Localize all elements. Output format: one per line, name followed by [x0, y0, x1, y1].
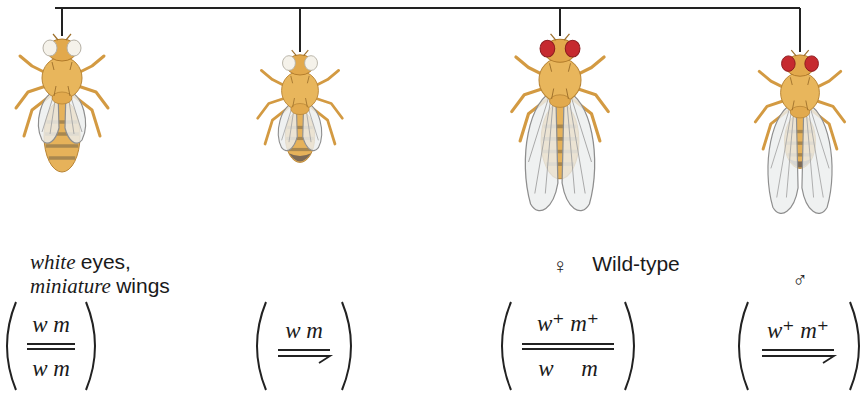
fly-antenna — [66, 34, 71, 40]
bracket — [342, 302, 351, 390]
pedigree-lines — [55, 8, 800, 52]
phenotype-label: Wild-type — [592, 252, 680, 276]
chromosome-line — [278, 349, 330, 351]
fly-antenna — [791, 50, 796, 56]
fly-bristle — [307, 76, 309, 83]
fly-leg — [78, 86, 108, 108]
bracket — [502, 302, 511, 390]
fly-eye — [782, 56, 796, 72]
genotype-allele: w m — [285, 318, 323, 344]
abdomen-stripe — [49, 156, 75, 160]
fly-figure — [512, 34, 609, 211]
fly-eye — [67, 40, 81, 56]
fly-eye — [43, 40, 57, 56]
fly-scutellum — [291, 104, 309, 115]
chromosome-line — [27, 348, 75, 350]
genotype-marks — [7, 302, 859, 390]
fly-leg — [258, 98, 286, 118]
fly-antenna — [292, 50, 297, 56]
bracket — [7, 302, 16, 390]
abdomen-stripe — [46, 144, 79, 148]
wing-vein — [568, 95, 585, 194]
bracket — [257, 302, 266, 390]
genotype-allele: w m — [32, 356, 70, 382]
wing-vein — [535, 95, 552, 194]
fly-bristle — [550, 63, 552, 71]
tree-line — [299, 8, 301, 52]
genotype-allele: w m — [538, 356, 598, 382]
wing-vein — [810, 106, 829, 168]
fly-antenna — [804, 50, 809, 56]
chromosome-line — [27, 343, 75, 345]
fly-antenna — [304, 50, 309, 56]
fly-wing — [525, 91, 558, 211]
fly-eye — [283, 56, 296, 71]
sex-symbol: ♂ — [792, 268, 808, 292]
fly-eye — [540, 40, 555, 57]
abdomen-tip — [289, 153, 311, 161]
wing-vein — [808, 106, 824, 197]
chromosome-line — [522, 348, 614, 350]
y-chromosome-symbol — [278, 356, 330, 363]
fly-eye — [565, 40, 580, 57]
y-chromosome-symbol — [762, 356, 834, 363]
fly-bristle — [306, 98, 308, 107]
fly-scutellum — [550, 95, 571, 108]
sex-symbol: ♀ — [552, 254, 568, 278]
fly-bristle — [70, 62, 72, 70]
fly-bristle — [68, 86, 70, 96]
wing-vein — [529, 95, 550, 162]
fly-bristle — [806, 101, 808, 111]
fly-wing — [802, 102, 832, 213]
tree-line — [61, 8, 63, 36]
tree-line — [799, 8, 801, 52]
fly-bristle — [52, 62, 54, 70]
phenotype-label: white eyes, miniature wings — [30, 250, 200, 298]
fly-figure — [258, 50, 343, 162]
fly-eye — [805, 56, 819, 72]
genotype-allele: w⁺ m⁺ — [537, 311, 599, 337]
fly-eye — [305, 56, 318, 71]
chromosome-line — [762, 349, 834, 351]
fly-leg — [315, 98, 343, 118]
genotype-allele: w m — [32, 312, 70, 338]
fly-bristle — [291, 76, 293, 83]
fly-wing — [768, 102, 798, 213]
tree-line — [559, 8, 561, 36]
wing-vein — [777, 106, 793, 197]
fly-antenna — [53, 34, 58, 40]
tree-line — [55, 7, 800, 9]
fly-bristle — [808, 77, 810, 85]
fly-bristle — [552, 89, 554, 100]
bracket — [739, 302, 748, 390]
bracket — [850, 302, 859, 390]
fly-antenna — [564, 34, 569, 40]
fly-leg — [16, 86, 46, 108]
fly-scutellum — [790, 106, 809, 118]
wing-vein — [571, 95, 592, 162]
fly-bristle — [54, 86, 56, 96]
fly-bristle — [293, 98, 295, 107]
bracket — [625, 302, 634, 390]
chromosome-line — [522, 343, 614, 345]
fly-bristle — [566, 89, 568, 100]
fly-wing — [562, 91, 595, 211]
genotype-allele: w⁺ m⁺ — [767, 318, 829, 344]
bracket — [86, 302, 95, 390]
fly-antenna — [551, 34, 556, 40]
fly-bristle — [568, 63, 570, 71]
fly-bristle — [792, 101, 794, 111]
fly-bristle — [790, 77, 792, 85]
fly-scutellum — [52, 92, 72, 104]
fly-figure — [16, 34, 108, 172]
fly-figure — [755, 50, 844, 213]
wing-vein — [771, 106, 790, 168]
